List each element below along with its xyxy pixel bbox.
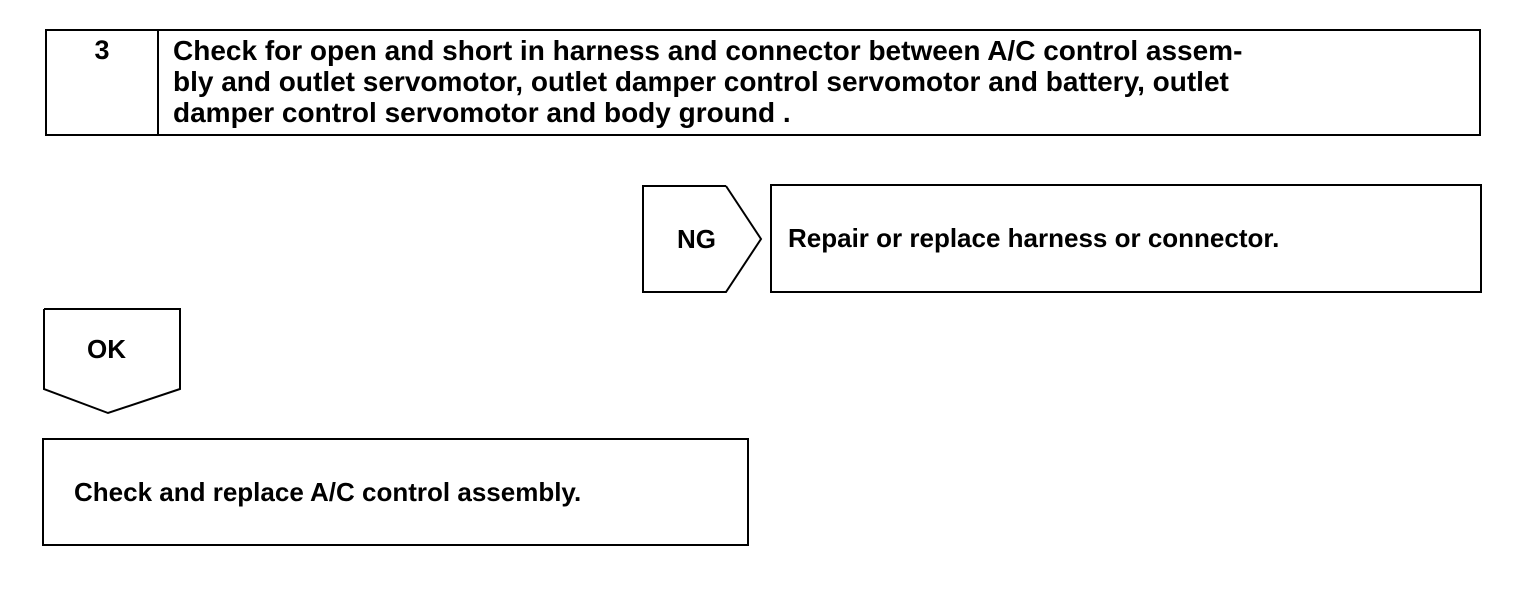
step-description-line: Check for open and short in harness and … bbox=[173, 35, 1243, 66]
ng-result-text: Repair or replace harness or connector. bbox=[788, 223, 1280, 253]
ok-result-text: Check and replace A/C control assembly. bbox=[74, 476, 582, 507]
ng-result-box: Repair or replace harness or connector. bbox=[770, 184, 1482, 293]
ok-result-box: Check and replace A/C control assembly. bbox=[42, 438, 749, 546]
step-description-line: bly and outlet servomotor, outlet damper… bbox=[173, 66, 1229, 97]
step-description-line: damper control servomotor and body groun… bbox=[173, 97, 791, 128]
step-description: Check for open and short in harness and … bbox=[159, 31, 1479, 134]
step-header: 3 Check for open and short in harness an… bbox=[45, 29, 1481, 136]
ok-label: OK bbox=[87, 334, 126, 364]
step-number: 3 bbox=[47, 31, 159, 134]
ng-label: NG bbox=[677, 224, 716, 254]
